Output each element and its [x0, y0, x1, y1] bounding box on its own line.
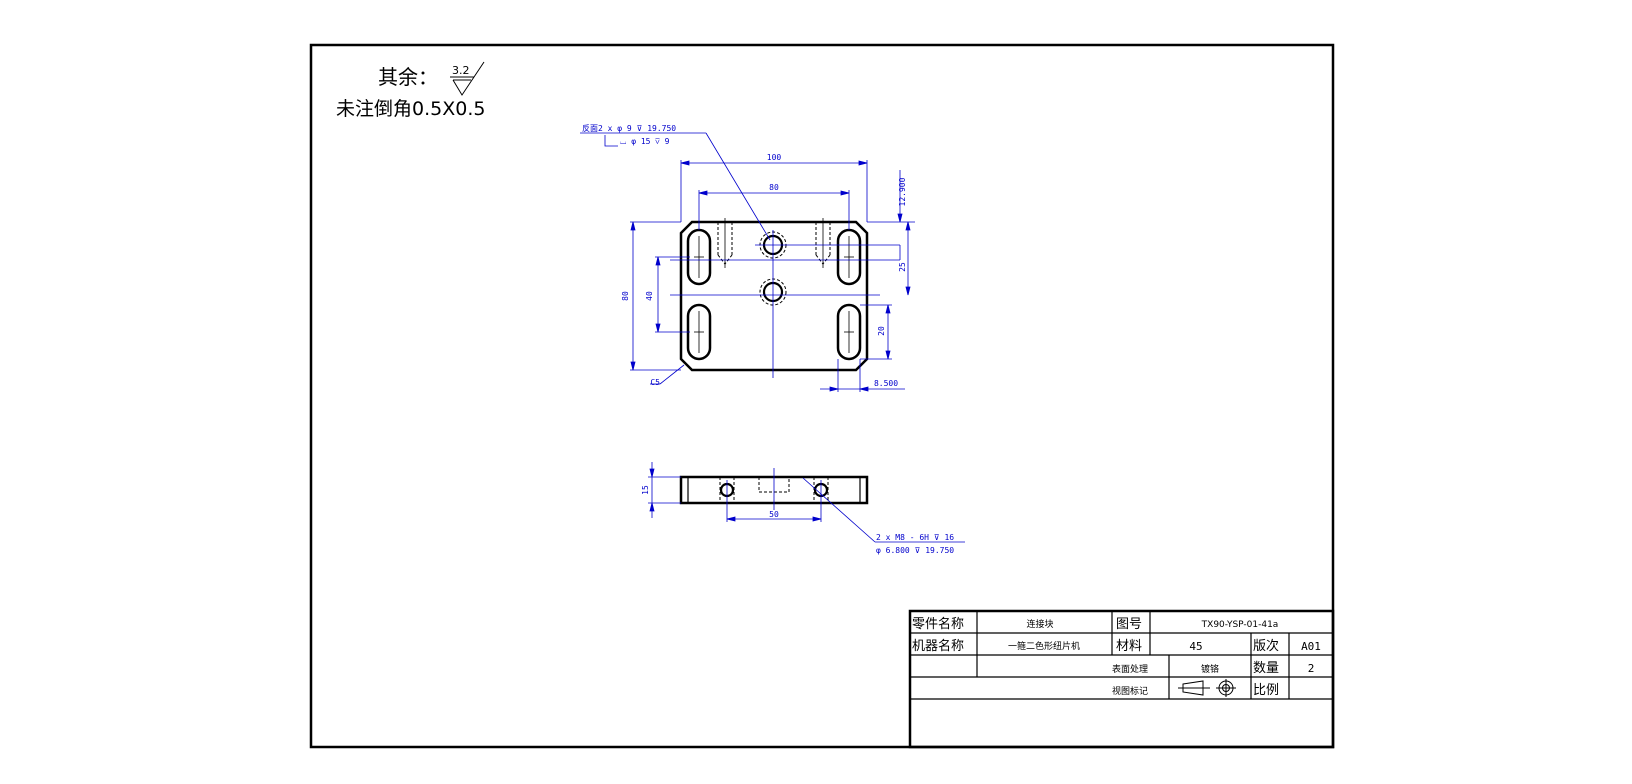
dim-slot-spacing: 80 — [769, 183, 779, 192]
dim-hole-offset: 25 — [898, 262, 907, 272]
front-view: 15 50 2 x M8 - 6H ⊽ 16 φ 6.800 ⊽ 19.750 — [641, 462, 965, 555]
dim-overall-width: 100 — [767, 153, 782, 162]
machine-name-label: 机器名称 — [912, 638, 964, 654]
hole-callout-line1: 反面2 x φ 9 ⊽ 19.750 — [582, 123, 676, 133]
roughness-note-prefix: 其余： — [378, 65, 438, 89]
surface-value: 镀铬 — [1201, 663, 1219, 675]
dim-height: 80 — [621, 291, 630, 301]
slot-bottom-right — [836, 303, 862, 361]
scale-label: 比例 — [1253, 683, 1279, 698]
part-outline — [679, 220, 869, 372]
quantity-value: 2 — [1308, 662, 1315, 675]
drawing-no-label: 图号 — [1116, 617, 1142, 632]
dim-thickness: 15 — [641, 485, 650, 495]
projection-symbol-icon — [1178, 679, 1236, 697]
machine-name-value: 一箍二色形纽片机 — [1008, 640, 1080, 652]
dim-top-offset: 12.900 — [898, 177, 907, 206]
drawing-border — [309, 43, 1335, 749]
dim-chamfer: C5 — [650, 378, 660, 387]
hole-callout-line2: ⌴ φ 15 ⊽ 9 — [620, 137, 670, 146]
view-mark-label: 视图标记 — [1112, 685, 1148, 697]
thread-callout-line2: φ 6.800 ⊽ 19.750 — [876, 546, 954, 555]
chamfer-note: 未注倒角0.5X0.5 — [336, 98, 485, 120]
drawing-no-value: TX90-YSP-01-41a — [1201, 620, 1279, 630]
thread-callout-line1: 2 x M8 - 6H ⊽ 16 — [876, 533, 954, 542]
title-block: 零件名称 连接块 图号 TX90-YSP-01-41a 机器名称 一箍二色形纽片… — [908, 609, 1335, 749]
dim-slot-length: 20 — [877, 326, 886, 336]
surface-label: 表面处理 — [1112, 663, 1148, 675]
quantity-label: 数量 — [1253, 661, 1279, 676]
dim-hole-spacing: 40 — [645, 291, 654, 301]
dim-side-hole-spacing: 50 — [769, 510, 779, 519]
part-name-value: 连接块 — [1026, 618, 1053, 630]
top-view: 100 80 80 40 12.900 25 20 8.500 C5 反面2 x… — [580, 123, 915, 392]
part-name-label: 零件名称 — [912, 616, 964, 632]
material-value: 45 — [1189, 640, 1202, 653]
dim-slot-edge: 8.500 — [874, 379, 898, 388]
revision-label: 版次 — [1253, 638, 1279, 654]
roughness-symbol-icon: 3.2 — [450, 61, 485, 96]
revision-value: A01 — [1301, 640, 1321, 653]
roughness-value: 3.2 — [452, 64, 470, 77]
material-label: 材料 — [1116, 639, 1142, 654]
